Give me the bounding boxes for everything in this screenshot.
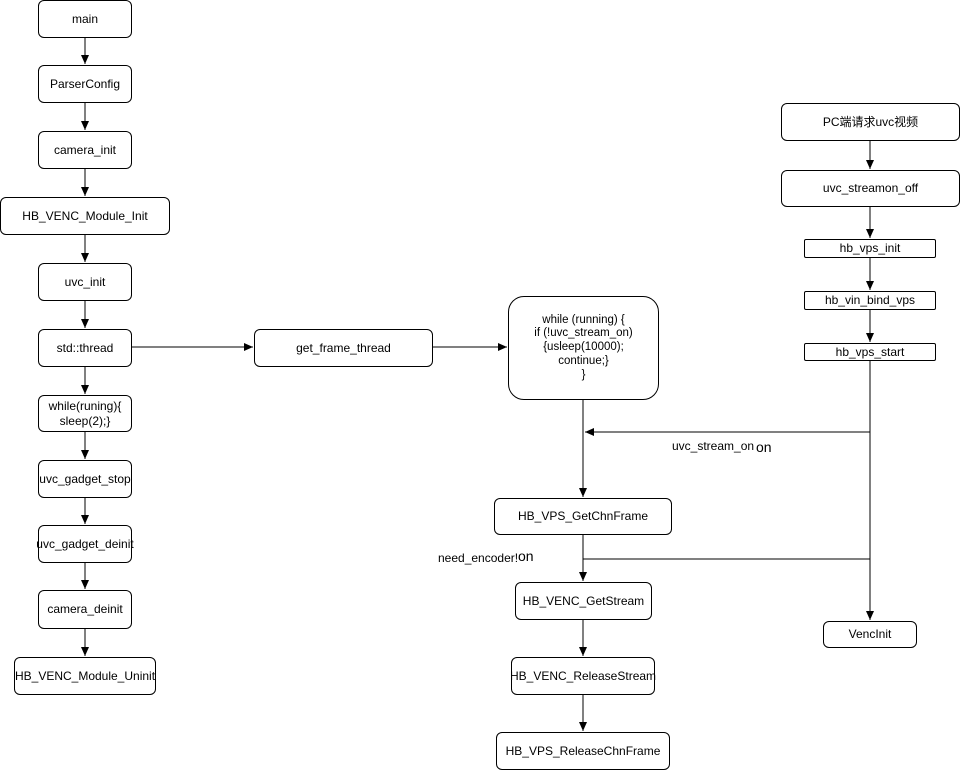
node-get-frame-thread[interactable]: get_frame_thread bbox=[254, 329, 433, 367]
node-hb-vps-releasechnframe[interactable]: HB_VPS_ReleaseChnFrame bbox=[496, 732, 670, 770]
node-hb-vps-getchnframe[interactable]: HB_VPS_GetChnFrame bbox=[494, 498, 672, 535]
node-hb-venc-module-uninit[interactable]: HB_VENC_Module_Uninit bbox=[14, 657, 156, 695]
node-venc-init[interactable]: VencInit bbox=[823, 621, 917, 648]
node-hb-venc-getstream[interactable]: HB_VENC_GetStream bbox=[515, 582, 652, 620]
label-uvc-stream-on: uvc_stream_on bbox=[672, 439, 755, 453]
node-std-thread[interactable]: std::thread bbox=[38, 329, 132, 367]
node-uvc-gadget-deinit[interactable]: uvc_gadget_deinit bbox=[36, 525, 134, 563]
node-hb-vps-start[interactable]: hb_vps_start bbox=[804, 343, 936, 361]
label-uvc-stream-on-suffix: on bbox=[756, 439, 772, 455]
node-parser-config[interactable]: ParserConfig bbox=[38, 65, 132, 103]
node-uvc-streamon-off[interactable]: uvc_streamon_off bbox=[781, 170, 960, 207]
node-hb-venc-releasestream[interactable]: HB_VENC_ReleaseStream bbox=[510, 657, 656, 695]
node-hb-venc-module-init[interactable]: HB_VENC_Module_Init bbox=[0, 197, 170, 235]
node-pc-request[interactable]: PC端请求uvc视频 bbox=[781, 103, 960, 141]
node-hb-vps-init[interactable]: hb_vps_init bbox=[804, 239, 936, 258]
node-uvc-gadget-stop[interactable]: uvc_gadget_stop bbox=[38, 460, 132, 498]
label-need-encoder-suffix: on bbox=[518, 548, 534, 564]
node-while-loop[interactable]: while (running) { if (!uvc_stream_on) {u… bbox=[508, 296, 659, 400]
label-need-encoder: need_encoder! bbox=[438, 551, 519, 565]
node-camera-init[interactable]: camera_init bbox=[38, 131, 132, 169]
node-camera-deinit[interactable]: camera_deinit bbox=[38, 590, 132, 629]
node-while-running-sleep[interactable]: while(runing){ sleep(2);} bbox=[38, 395, 132, 432]
node-main[interactable]: main bbox=[38, 0, 132, 38]
node-hb-vin-bind-vps[interactable]: hb_vin_bind_vps bbox=[804, 291, 936, 310]
node-uvc-init[interactable]: uvc_init bbox=[38, 263, 132, 301]
